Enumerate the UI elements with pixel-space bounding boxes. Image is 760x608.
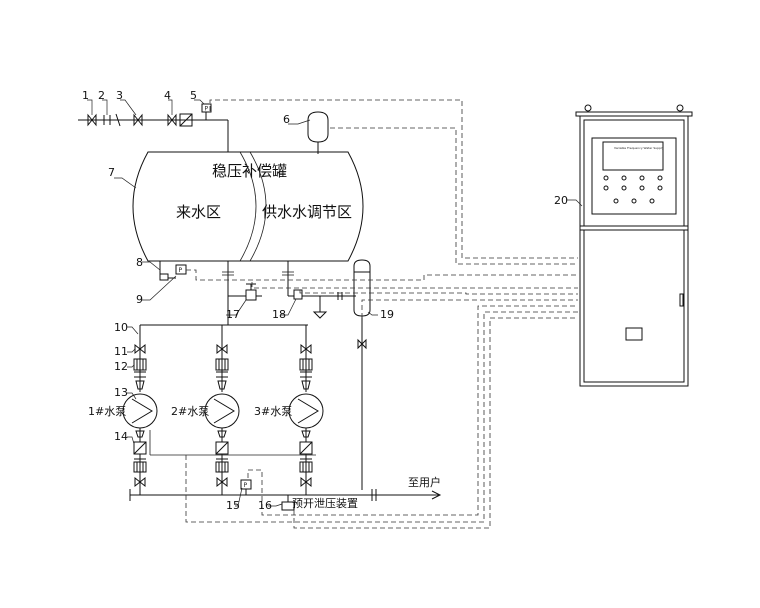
callout-4: 4: [164, 89, 171, 102]
callout-18: 18: [272, 308, 286, 321]
valve-18: [288, 289, 356, 319]
svg-text:P: P: [179, 267, 183, 274]
callout-14: 14: [114, 430, 128, 443]
callout-3: 3: [116, 89, 123, 102]
svg-text:P: P: [205, 106, 209, 113]
pump-1-label: 1#水泵: [88, 405, 126, 418]
callout-15: 15: [226, 499, 240, 512]
check-valve-4: [179, 113, 193, 127]
relief-device-16: [281, 495, 295, 511]
callout-2: 2: [98, 89, 105, 102]
inlet-valve-4: [167, 113, 177, 127]
tank-title: 稳压补偿罐: [212, 162, 287, 180]
pressure-gauge-15: P: [240, 479, 252, 495]
pump-column-2: [204, 325, 240, 495]
callout-6: 6: [283, 113, 290, 126]
callout-19: 19: [380, 308, 394, 321]
pump-column-3: [288, 325, 324, 495]
pressure-vessel-19: [353, 259, 371, 490]
svg-text:P: P: [244, 482, 248, 489]
callout-10: 10: [114, 321, 128, 334]
strainer-2: [103, 113, 121, 127]
outlet-label: 至用户: [408, 475, 441, 489]
tank-zone-left: 来水区: [176, 203, 221, 221]
callout-11: 11: [114, 345, 128, 358]
callout-1: 1: [82, 89, 89, 102]
callout-13: 13: [114, 386, 128, 399]
discharge-header: [129, 489, 442, 501]
callout-9: 9: [136, 293, 143, 306]
pressure-gauge-5: P: [201, 103, 212, 113]
device-16-label: 预开泄压装置: [292, 497, 358, 510]
control-cabinet: Variable Frequency Water Supply: [575, 104, 693, 387]
callout-12: 12: [114, 360, 128, 373]
callout-5: 5: [190, 89, 197, 102]
compensation-tank: 稳压补偿罐 来水区 供水水调节区: [132, 151, 364, 262]
callout-leaders: [87, 99, 583, 507]
cabinet-display: [602, 141, 664, 171]
valve-17: [228, 283, 262, 301]
level-sensor-8-9: P: [159, 261, 187, 281]
pump-3-label: 3#水泵: [254, 405, 292, 418]
inlet-valve-1: [87, 113, 97, 127]
cabinet-screen-text: Variable Frequency Water Supply: [614, 146, 664, 150]
signal-wires: [185, 99, 578, 529]
tank-zone-right: 供水水调节区: [262, 203, 352, 221]
callout-20: 20: [554, 194, 568, 207]
inlet-valve-3: [133, 113, 143, 127]
callout-17: 17: [226, 308, 240, 321]
callout-16: 16: [258, 499, 272, 512]
callout-8: 8: [136, 256, 143, 269]
expansion-tank-6: [307, 111, 329, 154]
pump-column-1: [122, 325, 158, 495]
inlet-pipe: [78, 111, 229, 152]
callout-7: 7: [108, 166, 115, 179]
pump-2-label: 2#水泵: [171, 405, 209, 418]
